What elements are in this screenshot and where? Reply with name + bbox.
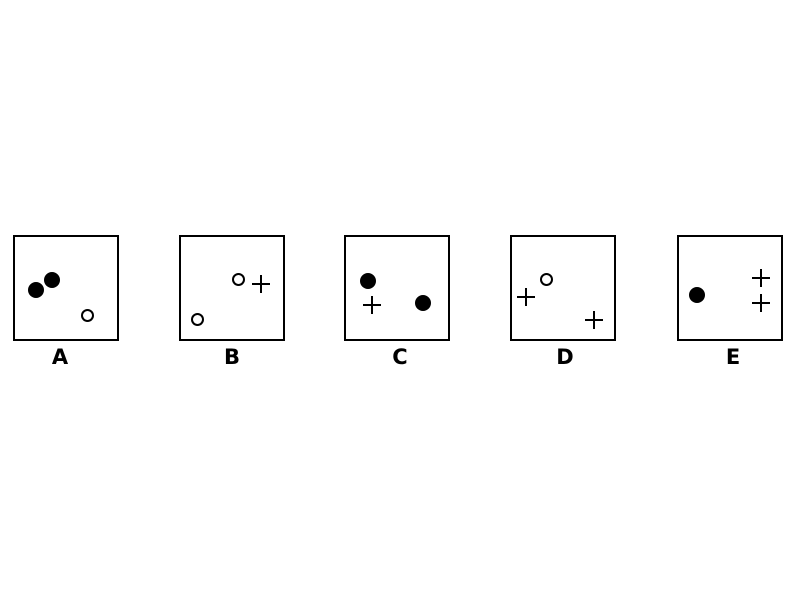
option-d-panel[interactable] [510, 235, 616, 341]
hollow-circle-icon [190, 312, 204, 326]
option-c-panel[interactable] [344, 235, 450, 341]
option-a-label: A [51, 345, 69, 369]
filled-dot-icon [44, 272, 60, 288]
plus-icon [363, 296, 381, 314]
filled-dot-icon [689, 287, 705, 303]
option-b-panel[interactable] [179, 235, 285, 341]
plus-icon [752, 294, 770, 312]
option-e-label: E [725, 345, 741, 369]
hollow-circle-icon [231, 272, 245, 286]
plus-icon [752, 269, 770, 287]
plus-icon [252, 275, 270, 293]
filled-dot-icon [415, 295, 431, 311]
option-d-label: D [556, 345, 574, 369]
hollow-circle-icon [80, 308, 94, 322]
option-b-label: B [223, 345, 240, 369]
plus-icon [517, 288, 535, 306]
option-e-panel[interactable] [677, 235, 783, 341]
plus-icon [585, 311, 603, 329]
hollow-circle-icon [539, 272, 553, 286]
filled-dot-icon [360, 273, 376, 289]
filled-dot-icon [28, 282, 44, 298]
option-c-label: C [392, 345, 408, 369]
option-a-panel[interactable] [13, 235, 119, 341]
